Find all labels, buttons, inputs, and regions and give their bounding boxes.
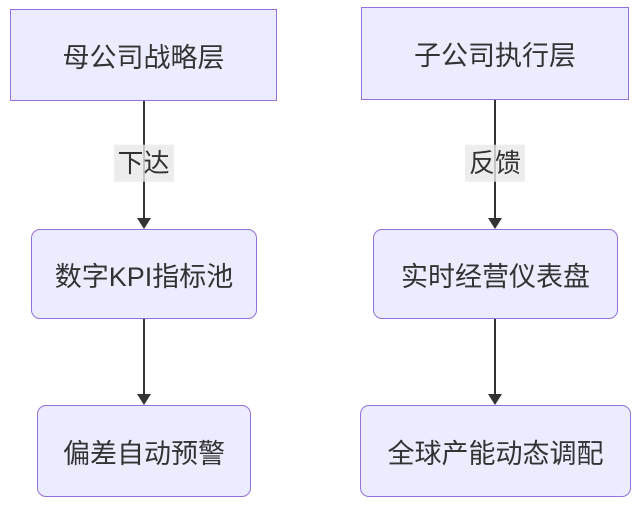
arrowhead-down-icon	[488, 218, 502, 229]
node-subsidiary-execution-label: 子公司执行层	[414, 41, 576, 71]
edge-label-feedback: 反馈	[464, 144, 526, 182]
node-realtime-dashboard-label: 实时经营仪表盘	[401, 261, 590, 292]
edge-line-kpi-to-alert	[142, 319, 145, 395]
node-capacity-allocation-label: 全球产能动态调配	[387, 438, 604, 469]
node-capacity-allocation: 全球产能动态调配	[360, 405, 631, 497]
edge-line-dashboard-to-capacity	[494, 319, 496, 395]
node-parent-strategy: 母公司战略层	[10, 9, 277, 101]
node-deviation-alert: 偏差自动预警	[37, 405, 251, 497]
node-parent-strategy-label: 母公司战略层	[62, 42, 225, 73]
node-deviation-alert-label: 偏差自动预警	[63, 438, 225, 469]
arrowhead-down-icon	[136, 394, 151, 405]
node-kpi-pool-label: 数字KPI指标池	[54, 261, 234, 292]
node-kpi-pool: 数字KPI指标池	[31, 229, 257, 319]
node-realtime-dashboard: 实时经营仪表盘	[373, 229, 618, 319]
arrowhead-down-icon	[136, 218, 151, 229]
arrowhead-down-icon	[488, 394, 502, 405]
edge-label-issue: 下达	[113, 144, 174, 182]
node-subsidiary-execution: 子公司执行层	[361, 7, 629, 100]
